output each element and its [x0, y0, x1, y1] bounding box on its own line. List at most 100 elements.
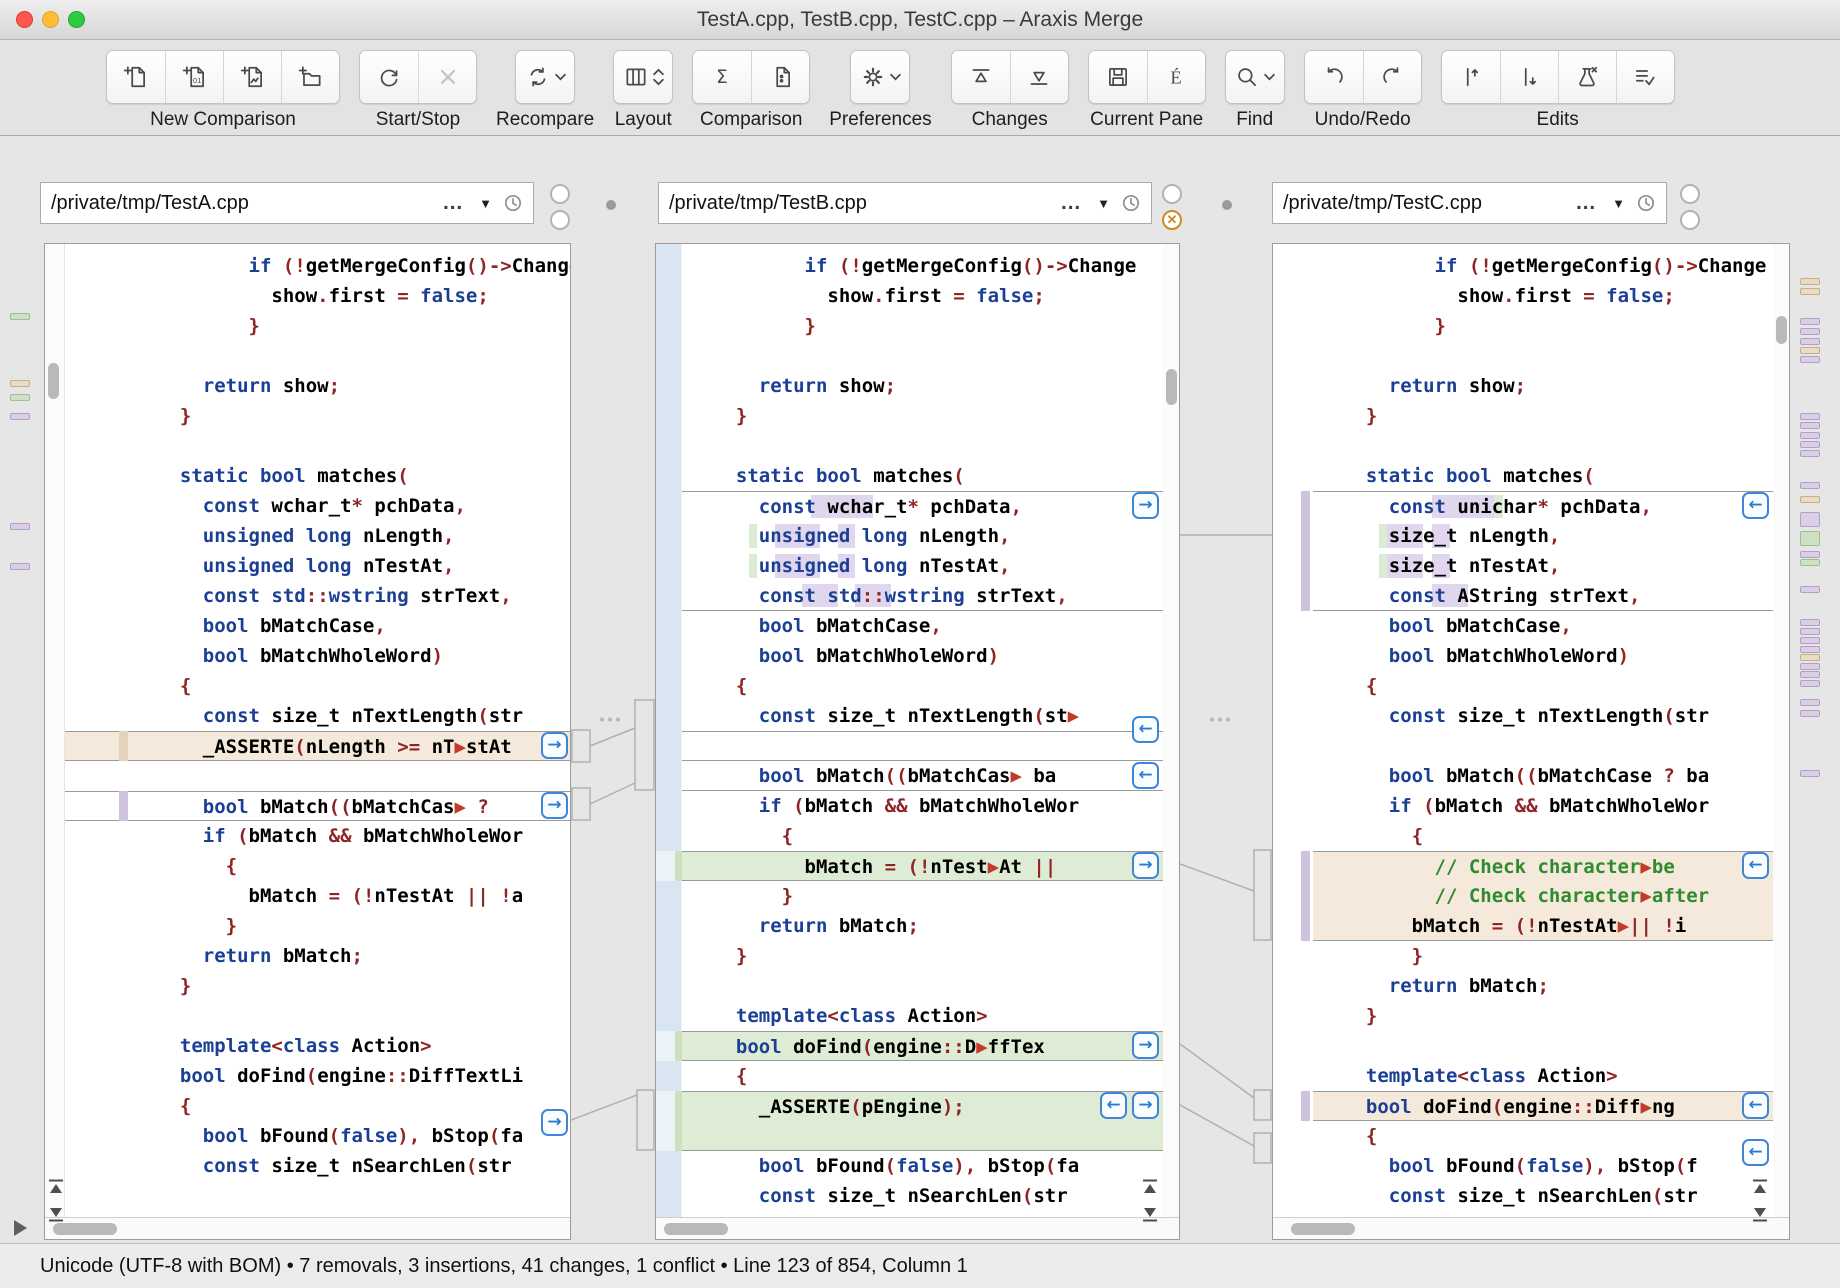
merge-right-button[interactable]: →: [1132, 1092, 1159, 1119]
report-button[interactable]: [751, 51, 810, 103]
vertical-scrollbar-thumb[interactable]: [48, 363, 59, 399]
code-line-text: const size_t nTextLength(st▶: [758, 705, 1080, 727]
file-history-icon[interactable]: [1117, 191, 1151, 215]
merge-up-button[interactable]: [1441, 51, 1500, 103]
undo-button[interactable]: [1304, 51, 1363, 103]
pane-selector-radio[interactable]: [550, 210, 570, 230]
code-line-text: const wchar_t* pchData,: [202, 495, 466, 517]
accept-edits-button[interactable]: [1615, 51, 1674, 103]
pane-selector-radio[interactable]: [1680, 184, 1700, 204]
merge-down-button[interactable]: [1499, 51, 1558, 103]
merge-right-button[interactable]: →: [1132, 852, 1159, 879]
vertical-scrollbar-thumb[interactable]: [1776, 316, 1787, 344]
merge-right-button[interactable]: →: [541, 732, 568, 759]
horizontal-scrollbar-thumb[interactable]: [1291, 1223, 1355, 1235]
file-path-field[interactable]: /private/tmp/TestB.cpp…▼: [658, 182, 1152, 224]
merge-left-button[interactable]: ←: [1742, 852, 1769, 879]
code-line: {: [1313, 821, 1773, 851]
gear-button[interactable]: [851, 51, 910, 103]
browse-ellipsis-button[interactable]: …: [442, 191, 465, 214]
new-text-comparison-button[interactable]: [107, 51, 165, 103]
prev-change-button[interactable]: [951, 51, 1010, 103]
first-change-button[interactable]: [1751, 1179, 1769, 1196]
word-diff-highlight: [837, 554, 856, 578]
merge-right-button[interactable]: →: [1132, 492, 1159, 519]
code-line: {: [65, 851, 570, 881]
path-dropdown-icon[interactable]: ▼: [1612, 195, 1625, 211]
encoding-button[interactable]: É: [1146, 51, 1205, 103]
last-change-button[interactable]: [1141, 1205, 1159, 1222]
layout-button[interactable]: [614, 51, 673, 103]
file-path-field[interactable]: /private/tmp/TestA.cpp…▼: [40, 182, 534, 224]
horizontal-scrollbar[interactable]: [656, 1217, 1179, 1239]
code-line-text: // Check character▶be: [1434, 856, 1675, 878]
toolbar-button-row: [950, 50, 1069, 104]
line-status-gutter: [656, 244, 682, 1217]
merge-left-button[interactable]: ←: [1100, 1092, 1127, 1119]
recompare-button[interactable]: [516, 51, 575, 103]
merge-left-button[interactable]: ←: [1742, 1092, 1769, 1119]
path-dropdown-icon[interactable]: ▼: [479, 195, 492, 211]
toolbar-button-row: [1224, 50, 1285, 104]
change-map-left[interactable]: [8, 250, 34, 1230]
horizontal-scrollbar-thumb[interactable]: [53, 1223, 117, 1235]
remove-edits-button[interactable]: [1557, 51, 1616, 103]
new-image-comparison-button[interactable]: [223, 51, 281, 103]
start-button[interactable]: [360, 51, 418, 103]
code-editor[interactable]: if (!getMergeConfig()->Change show.first…: [65, 244, 570, 1217]
horizontal-scrollbar[interactable]: [45, 1217, 570, 1239]
vertical-scrollbar-thumb[interactable]: [1166, 369, 1177, 405]
save-button[interactable]: [1088, 51, 1147, 103]
merge-left-button[interactable]: ←: [1742, 492, 1769, 519]
new-binary-comparison-button[interactable]: 01: [165, 51, 223, 103]
merge-left-button[interactable]: ←: [1132, 716, 1159, 743]
close-button[interactable]: [16, 11, 33, 28]
browse-ellipsis-button[interactable]: …: [1060, 191, 1083, 214]
first-change-button[interactable]: [47, 1179, 65, 1196]
code-line: const AString strText,: [1313, 581, 1773, 611]
vertical-scrollbar[interactable]: [45, 244, 65, 1217]
code-editor[interactable]: if (!getMergeConfig()->Change show.first…: [682, 244, 1163, 1217]
toolbar-group-label: Current Pane: [1090, 109, 1204, 130]
horizontal-scrollbar-thumb[interactable]: [664, 1223, 728, 1235]
vertical-scrollbar[interactable]: [1163, 244, 1179, 1217]
merge-left-button[interactable]: ←: [1132, 762, 1159, 789]
first-change-button[interactable]: [1141, 1179, 1159, 1196]
pane-selector-radio[interactable]: [1680, 210, 1700, 230]
gutter-change-chip: [675, 1031, 682, 1061]
horizontal-scrollbar[interactable]: [1273, 1217, 1789, 1239]
change-marker: [10, 563, 30, 570]
code-line: template<class Action>: [682, 1001, 1163, 1031]
code-line: bool bFound(false), bStop(fa: [682, 1151, 1163, 1181]
pane-selector-radio[interactable]: [1162, 184, 1182, 204]
last-change-button[interactable]: [47, 1205, 65, 1222]
new-folder-comparison-button[interactable]: [281, 51, 339, 103]
pane-selector-radio[interactable]: [550, 184, 570, 204]
zoom-button[interactable]: [68, 11, 85, 28]
file-history-icon[interactable]: [499, 191, 533, 215]
next-change-play-icon[interactable]: [14, 1220, 27, 1236]
change-map-right[interactable]: [1798, 250, 1828, 1230]
change-marker: [1800, 278, 1820, 285]
find-button[interactable]: [1225, 51, 1284, 103]
toolbar-group-label: Layout: [614, 109, 672, 130]
vertical-scrollbar[interactable]: [1773, 244, 1789, 1217]
browse-ellipsis-button[interactable]: …: [1575, 191, 1598, 214]
code-editor[interactable]: if (!getMergeConfig()->Change show.first…: [1313, 244, 1773, 1217]
redo-button[interactable]: [1362, 51, 1421, 103]
file-history-icon[interactable]: [1632, 191, 1666, 215]
summary-button[interactable]: Σ: [693, 51, 752, 103]
minimize-button[interactable]: [42, 11, 59, 28]
code-line-text: const size_t nSearchLen(str: [202, 1155, 512, 1177]
file-path-field[interactable]: /private/tmp/TestC.cpp…▼: [1272, 182, 1667, 224]
merge-right-button[interactable]: →: [1132, 1032, 1159, 1059]
last-change-button[interactable]: [1751, 1205, 1769, 1222]
merge-left-button[interactable]: ←: [1742, 1139, 1769, 1166]
next-change-button[interactable]: [1009, 51, 1068, 103]
merge-right-button[interactable]: →: [541, 1109, 568, 1136]
code-line: }: [682, 881, 1163, 911]
merge-right-button[interactable]: →: [541, 792, 568, 819]
path-dropdown-icon[interactable]: ▼: [1097, 195, 1110, 211]
code-line: size_t nTestAt,: [1313, 551, 1773, 581]
stop-button[interactable]: [418, 51, 476, 103]
